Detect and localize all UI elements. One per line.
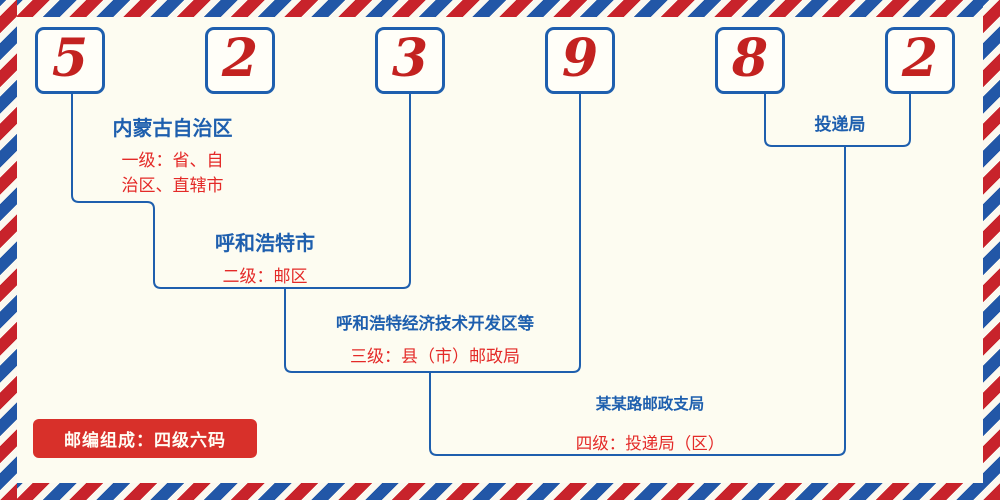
- digit-box-4: 9: [545, 27, 615, 94]
- level4-branch-name: 某某路邮政支局: [595, 395, 705, 413]
- postal-composition-badge: 邮编组成：四级六码: [33, 419, 257, 458]
- level1-region-name: 内蒙古自治区: [112, 116, 233, 140]
- airmail-border-right: [983, 0, 1000, 500]
- digit-box-3: 3: [375, 27, 445, 94]
- digit-box-5: 8: [715, 27, 785, 94]
- level1-description-line1: 一级：省、自: [121, 151, 224, 171]
- level3-district-name: 呼和浩特经济技术开发区等: [336, 314, 534, 333]
- digit-4: 9: [561, 27, 599, 89]
- airmail-border-top: [0, 0, 1000, 17]
- level3-label: 呼和浩特经济技术开发区等 三级：县（市）邮政局: [300, 310, 570, 367]
- level4-description: 四级：投递局（区）: [575, 434, 725, 453]
- delivery-office-label: 投递局: [788, 110, 892, 135]
- digit-3: 3: [391, 27, 429, 89]
- level2-description: 二级：邮区: [222, 267, 308, 287]
- level2-city-name: 呼和浩特市: [215, 231, 315, 255]
- level2-label: 呼和浩特市 二级：邮区: [195, 227, 335, 287]
- delivery-office-title: 投递局: [814, 115, 866, 135]
- digit-5: 8: [731, 27, 769, 89]
- digit-box-2: 2: [205, 27, 275, 94]
- level4-label: 某某路邮政支局 四级：投递局（区）: [545, 392, 755, 454]
- digit-box-1: 5: [35, 27, 105, 94]
- airmail-border-left: [0, 0, 17, 500]
- level1-label: 内蒙古自治区 一级：省、自 治区、直辖市: [80, 112, 265, 198]
- digit-box-6: 2: [885, 27, 955, 94]
- digit-1: 5: [51, 27, 89, 89]
- level3-description: 三级：县（市）邮政局: [350, 347, 520, 367]
- digit-2: 2: [221, 27, 259, 89]
- level1-description-line2: 治区、直辖市: [121, 175, 224, 196]
- digit-6: 2: [901, 27, 939, 89]
- airmail-border-bottom: [0, 483, 1000, 500]
